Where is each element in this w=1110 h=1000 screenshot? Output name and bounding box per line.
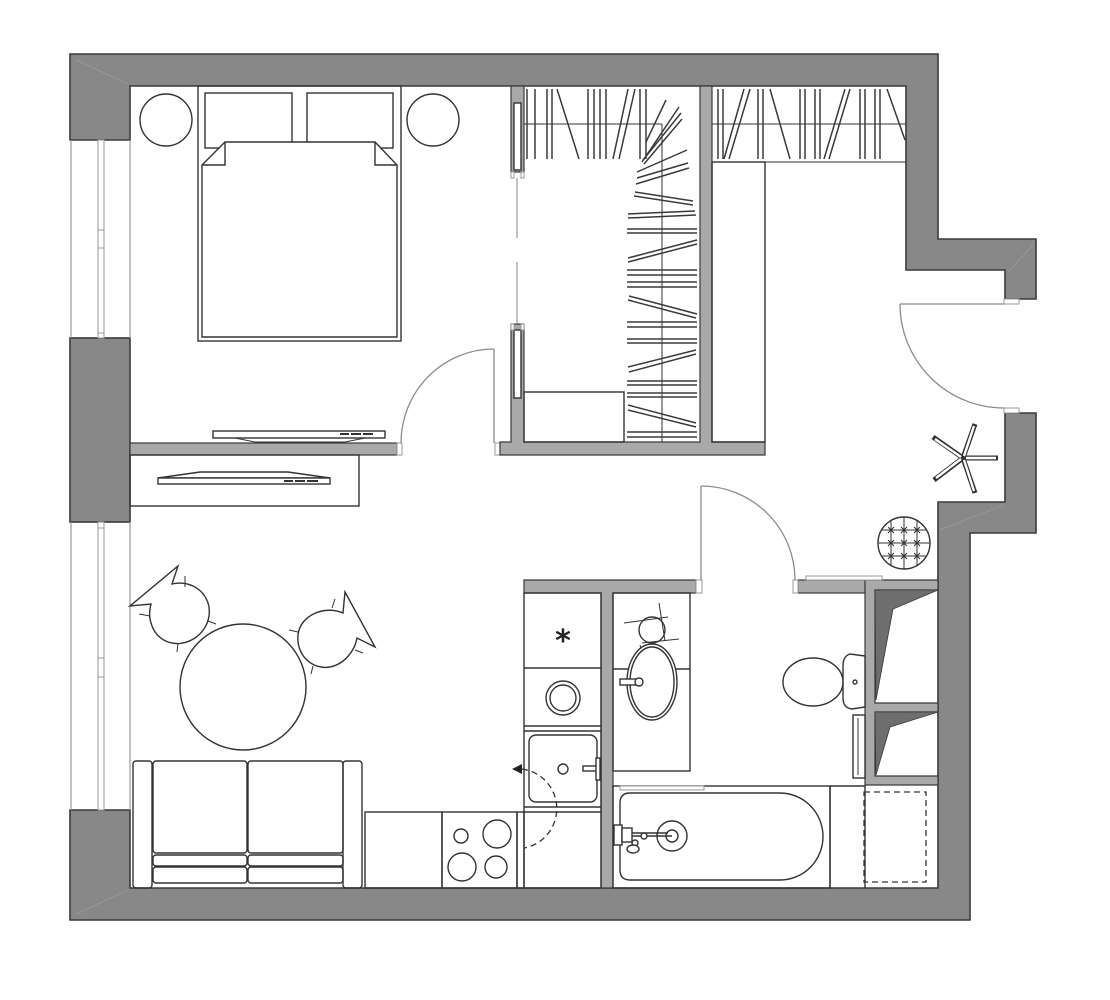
living-kitchen: *	[127, 454, 602, 889]
tub-ledge	[619, 785, 705, 791]
window-mullion	[97, 229, 105, 249]
nightstand-left	[139, 93, 193, 147]
sofa-back	[247, 854, 344, 867]
door-frame-stub	[1003, 298, 1020, 305]
arrow-left-icon	[512, 764, 522, 774]
counter-gap	[516, 811, 525, 889]
sofa-back	[152, 866, 248, 884]
closet-bench	[523, 391, 625, 443]
burner-large	[447, 852, 477, 882]
shelf-shadow	[874, 589, 939, 701]
kitchen-worktop	[364, 811, 443, 889]
dining-chair-right	[288, 589, 377, 675]
sofa-arm	[132, 760, 153, 889]
towel-rail	[852, 714, 866, 779]
sofa-back	[152, 854, 248, 867]
door-swing-arc	[899, 303, 1005, 409]
sofa-arm	[342, 760, 363, 889]
dining-table	[179, 623, 307, 751]
wall-hatch	[75, 59, 129, 85]
bedroom-door	[400, 348, 495, 444]
sofa	[132, 760, 363, 889]
door-frame-stub	[792, 579, 799, 594]
bedroom-tv	[212, 430, 386, 443]
fridge-marker: *	[555, 624, 571, 659]
bathroom	[612, 592, 927, 889]
toilet	[782, 653, 866, 710]
washbasin-cabinet	[612, 592, 691, 772]
blanket-fold	[374, 142, 397, 166]
living-window	[70, 521, 131, 811]
door-frame-stub	[695, 579, 703, 594]
shoe-shelf	[805, 575, 883, 581]
basin-faucet	[619, 678, 637, 686]
tv-console	[129, 454, 360, 507]
bedroom	[139, 85, 460, 443]
sliding-door-panel-lower	[513, 329, 522, 399]
tub-mixer	[613, 824, 648, 854]
wall-hatch	[939, 504, 1005, 531]
sofa-back	[247, 866, 344, 884]
laundry-basket	[863, 791, 927, 883]
burner-medium	[484, 855, 508, 879]
door-frame-stub	[396, 442, 403, 456]
cabinet-door-swing	[521, 768, 558, 849]
door-frame-stub	[1003, 407, 1020, 414]
tall-cabinet	[711, 161, 766, 443]
pillow	[306, 92, 394, 149]
kitchen-sink	[528, 734, 601, 803]
outer-wall-bottom	[69, 412, 1037, 921]
sofa-cushion	[152, 760, 248, 854]
toilet-tank	[842, 653, 866, 710]
window-mullion	[97, 657, 105, 678]
pillow	[204, 92, 293, 149]
entrance-door	[899, 298, 1020, 414]
sliding-door-panel-upper	[513, 102, 522, 171]
door-swing-arc	[700, 485, 796, 581]
blanket	[201, 141, 398, 338]
nightstand-right	[406, 93, 460, 147]
dining-chair-left	[127, 563, 217, 653]
washing-machine	[545, 680, 581, 716]
round-rug	[877, 516, 931, 570]
shelf-shadow	[874, 711, 939, 776]
outer-wall-pier	[69, 337, 131, 523]
walk-in-closet	[523, 88, 698, 443]
wall-hatch	[1007, 243, 1035, 273]
blanket-fold	[202, 142, 226, 166]
burner-large	[482, 819, 512, 849]
clothes-hangers	[526, 88, 698, 438]
sofa-cushion	[247, 760, 344, 854]
toilet-bowl	[782, 657, 844, 707]
bathtub	[612, 785, 831, 889]
bed-frame	[197, 85, 402, 342]
bathroom-door	[700, 485, 796, 581]
hob	[441, 811, 518, 889]
coat-stand	[931, 423, 998, 494]
clothes-hangers	[717, 88, 906, 160]
hall-wardrobe	[711, 88, 906, 443]
wall-hatch	[75, 889, 129, 915]
living-tv	[157, 471, 331, 485]
bedroom-wall	[129, 442, 398, 456]
burner-small	[453, 828, 469, 844]
sink-drain	[557, 763, 569, 775]
bathroom-wall-right	[797, 579, 866, 594]
door-frame-stub	[494, 442, 501, 456]
hallway	[805, 423, 998, 581]
kitchen-column: *	[512, 592, 602, 889]
door-swing-arc	[400, 348, 495, 444]
bedroom-window	[70, 139, 131, 339]
